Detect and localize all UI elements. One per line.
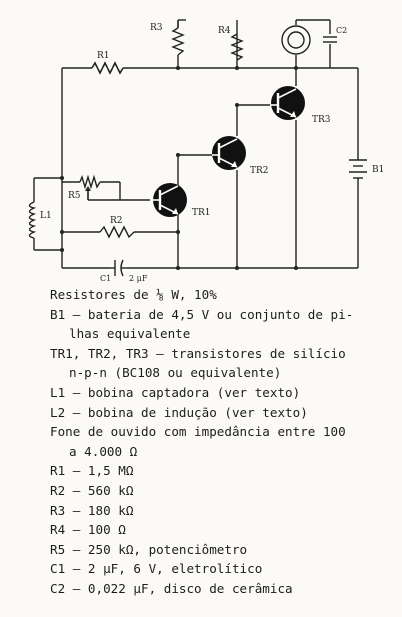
parts-list-r3: R3 — 180 kΩ bbox=[50, 502, 134, 518]
earphone-symbol bbox=[281, 25, 311, 55]
parts-list-r5: R5 — 250 kΩ, potenciômetro bbox=[50, 541, 248, 557]
parts-list-l2: L2 — bobina de indução (ver texto) bbox=[50, 404, 308, 420]
label-r4: R4 bbox=[218, 26, 231, 36]
resistor-r1 bbox=[91, 61, 124, 75]
parts-list-resistor-note: Resistores de ⅛ W, 10% bbox=[50, 287, 217, 302]
resistor-r4 bbox=[230, 33, 244, 61]
label-r2: R2 bbox=[110, 216, 123, 226]
parts-list-earphone: Fone de ouvido com impedância entre 100 bbox=[50, 424, 346, 440]
label-r1: R1 bbox=[97, 51, 110, 61]
label-tr2: TR2 bbox=[250, 166, 269, 176]
parts-list-earphone-cont: a 4.000 Ω bbox=[69, 443, 138, 459]
parts-list-c1: C1 — 2 μF, 6 V, eletrolítico bbox=[50, 561, 263, 577]
transistor-tr3 bbox=[270, 86, 305, 120]
label-r5: R5 bbox=[68, 191, 81, 201]
label-r3: R3 bbox=[150, 23, 163, 33]
parts-list-transistors: TR1, TR2, TR3 — transistores de silício bbox=[50, 345, 346, 361]
label-tr3: TR3 bbox=[312, 115, 331, 125]
coil-l1 bbox=[28, 201, 37, 239]
parts-list-r2: R2 — 560 kΩ bbox=[50, 482, 134, 498]
label-c2: C2 bbox=[336, 26, 347, 35]
label-c1: C1 bbox=[100, 274, 111, 283]
circuit-schematic: R1 R3 R4 C2 B1 L1 R5 bbox=[28, 19, 384, 283]
label-b1: B1 bbox=[372, 165, 384, 175]
transistor-tr2 bbox=[212, 136, 246, 170]
label-c1-value: 2 μF bbox=[129, 274, 148, 283]
resistor-r2 bbox=[99, 225, 135, 239]
parts-list: Resistores de ⅛ W, 10% B1 — bateria de 4… bbox=[50, 285, 395, 599]
transistor-tr1 bbox=[150, 183, 187, 217]
circuit-wires bbox=[33, 19, 359, 269]
parts-list-transistors-cont: n-p-n (BC108 ou equivalente) bbox=[69, 365, 282, 381]
label-tr1: TR1 bbox=[192, 208, 211, 218]
capacitor-c1 bbox=[110, 259, 128, 277]
potentiometer-r5 bbox=[79, 174, 101, 200]
parts-list-r1: R1 — 1,5 MΩ bbox=[50, 463, 134, 479]
parts-list-r4: R4 — 100 Ω bbox=[50, 522, 126, 538]
junction-dots bbox=[60, 66, 298, 270]
capacitor-c2 bbox=[323, 36, 337, 43]
battery-b1 bbox=[349, 159, 367, 182]
parts-list-c2: C2 — 0,022 μF, disco de cerâmica bbox=[50, 580, 293, 596]
parts-list-b1-cont: lhas equivalente bbox=[69, 326, 191, 342]
parts-list-b1: B1 — bateria de 4,5 V ou conjunto de pi- bbox=[50, 306, 354, 322]
parts-list-l1: L1 — bobina captadora (ver texto) bbox=[50, 384, 301, 400]
label-l1: L1 bbox=[40, 211, 52, 221]
resistor-r3 bbox=[171, 20, 185, 56]
